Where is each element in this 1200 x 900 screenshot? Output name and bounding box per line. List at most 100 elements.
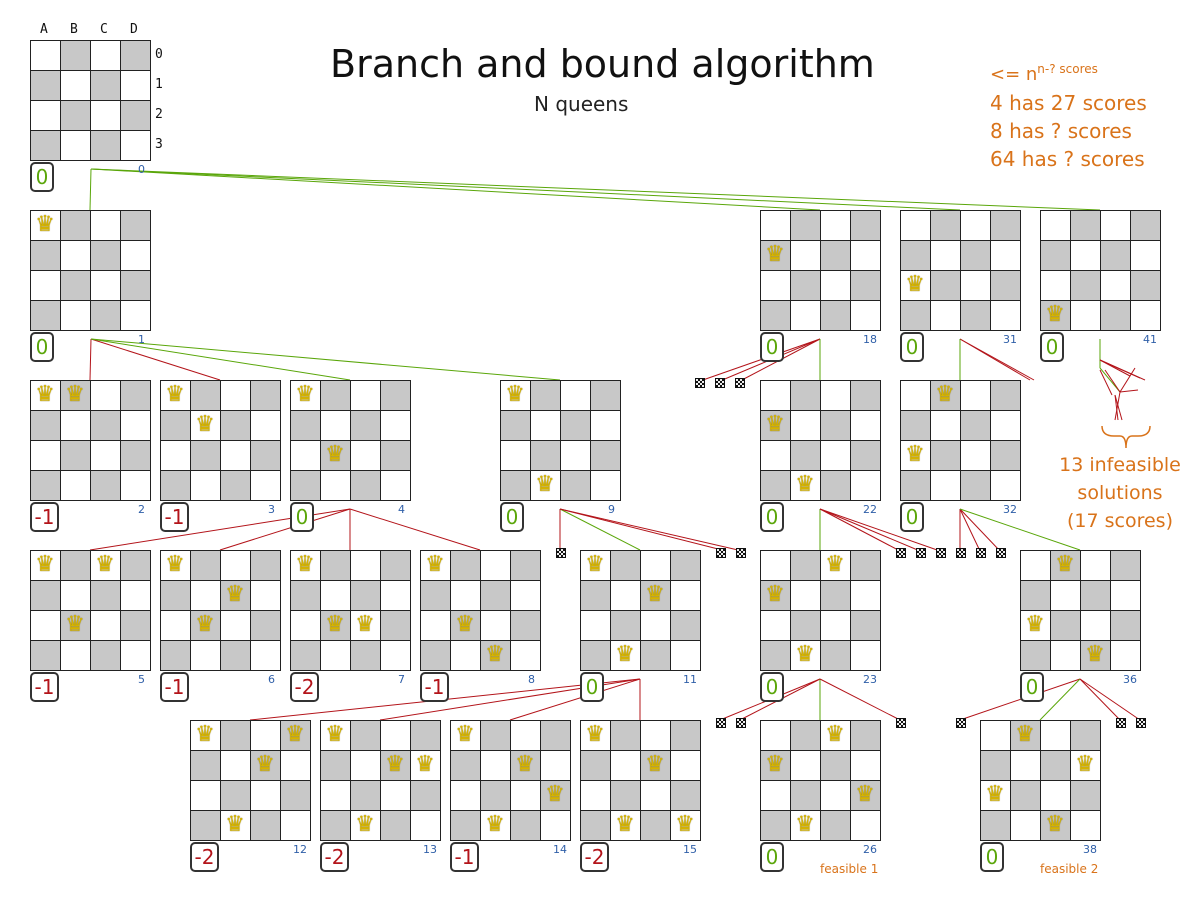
chessboard [760,550,881,671]
board-square [30,210,61,241]
board-square [850,210,881,241]
board-square [510,810,541,841]
tree-edge [1119,389,1139,393]
queen-icon: ♛ [1075,752,1095,777]
board-square [1040,720,1071,751]
board-square [30,70,61,101]
board-node-23: ♛♛♛ [760,550,881,671]
pruned-board-icon [996,548,1006,558]
queen-icon: ♛ [35,212,55,237]
board-square [930,470,961,501]
board-square [160,550,191,581]
board-square [790,550,821,581]
board-square [190,640,221,671]
board-square [190,380,221,411]
tree-edge [90,168,961,211]
board-square [250,720,281,751]
board-square [480,550,511,581]
board-square [670,810,701,841]
board-square [250,780,281,811]
score-badge: -1 [160,502,189,532]
board-square [900,410,931,441]
node-id: 14 [553,843,567,856]
board-square [580,720,611,751]
board-square [1130,270,1161,301]
board-square [760,720,791,751]
board-square [500,410,531,441]
board-square [760,810,791,841]
board-square [290,640,321,671]
board-square [450,750,481,781]
board-square [900,240,931,271]
chessboard [1040,210,1161,331]
board-square [350,720,381,751]
board-square [1070,300,1101,331]
queen-icon: ♛ [35,552,55,577]
board-square [640,610,671,641]
queen-icon: ♛ [35,382,55,407]
queen-icon: ♛ [585,722,605,747]
queen-icon: ♛ [385,752,405,777]
queen-icon: ♛ [795,642,815,667]
board-square [120,100,151,131]
board-square [1100,270,1131,301]
node-id: 18 [863,333,877,346]
queen-icon: ♛ [255,752,275,777]
queen-icon: ♛ [65,382,85,407]
board-square [850,470,881,501]
board-node-5: ♛♛♛ [30,550,151,671]
board-square [510,780,541,811]
board-square [420,580,451,611]
board-square [760,640,791,671]
board-square [900,380,931,411]
pruned-board-icon [735,378,745,388]
score-badge: -1 [30,672,59,702]
board-square [90,240,121,271]
tree-edge [219,508,351,551]
board-square [760,440,791,471]
queen-icon: ♛ [545,782,565,807]
board-square [760,210,791,241]
board-node-15: ♛♛♛♛ [580,720,701,841]
chessboard [160,380,281,501]
board-square [560,470,591,501]
board-square [850,550,881,581]
board-square [510,580,541,611]
board-square [380,550,411,581]
board-square [220,440,251,471]
board-square [1070,810,1101,841]
queen-icon: ♛ [165,382,185,407]
board-square [760,300,791,331]
pruned-board-icon [736,548,746,558]
diagram-title: Branch and bound algorithm [330,42,875,86]
queen-icon: ♛ [535,472,555,497]
board-square [820,780,851,811]
queen-icon: ♛ [195,412,215,437]
board-square [540,750,571,781]
board-node-26: ♛♛♛♛ [760,720,881,841]
board-square [510,750,541,781]
node-id: 32 [1003,503,1017,516]
board-square [850,720,881,751]
queen-icon: ♛ [165,552,185,577]
board-square [380,810,411,841]
board-square [820,610,851,641]
infeasible-line-1: 13 infeasible [1059,454,1181,476]
board-square [30,640,61,671]
tree-edge [1114,394,1119,421]
board-square [120,640,151,671]
board-square [530,440,561,471]
board-square [790,720,821,751]
board-square [610,550,641,581]
board-square [90,130,121,161]
tree-edge [90,168,821,211]
tree-edge [1099,367,1121,393]
board-square [850,270,881,301]
board-square [530,410,561,441]
board-square [790,210,821,241]
board-square [350,580,381,611]
board-square [220,580,251,611]
board-square [160,470,191,501]
board-square [30,130,61,161]
infeasible-line-2: solutions [1077,482,1163,504]
